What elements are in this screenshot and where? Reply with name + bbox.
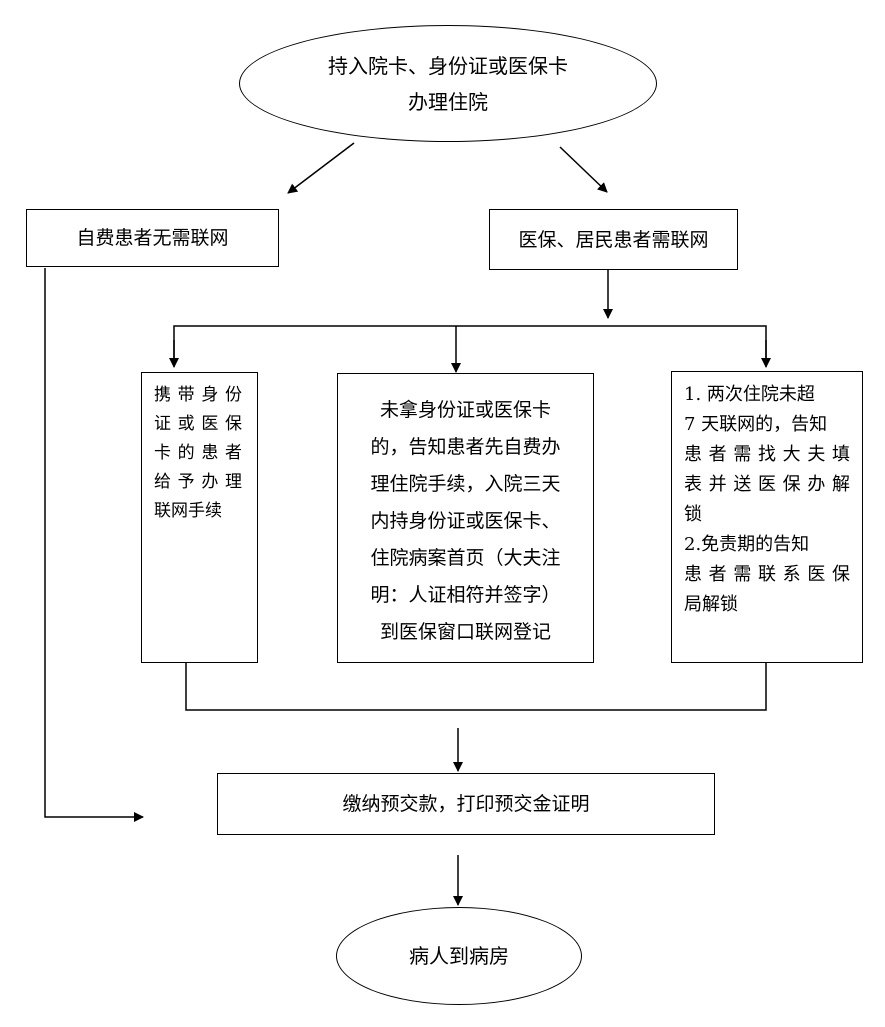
left-box-line: 证或医保 xyxy=(154,414,242,434)
self-pay-label: 自费患者无需联网 xyxy=(76,227,229,249)
insured-node: 医保、居民患者需联网 xyxy=(489,209,738,270)
right-box-line: 7 天联网的，告知 xyxy=(684,414,828,435)
arrow-start-to-insured xyxy=(559,146,608,193)
mid-box-line: 未拿身份证或医保卡 xyxy=(379,399,551,421)
mid-box-line: 住院病案首页（大夫注 xyxy=(370,547,561,569)
start-node-line2: 办理住院 xyxy=(408,89,488,114)
left-box-line: 携带身份 xyxy=(154,385,242,405)
right-box-line: 患者需联系医保 xyxy=(684,564,850,585)
left-branch-box: 携带身份 证或医保 卡的患者 给予办理 联网手续 xyxy=(141,372,258,663)
mid-box-line: 的，告知患者先自费办 xyxy=(370,436,561,458)
insured-label: 医保、居民患者需联网 xyxy=(518,228,709,251)
arrow-self-pay-to-payment xyxy=(44,268,144,822)
right-box-line: 2.免责期的告知 xyxy=(684,534,810,555)
merge-bar xyxy=(185,663,767,711)
start-node-line1: 持入院卡、身份证或医保卡 xyxy=(328,53,568,78)
left-box-line: 联网手续 xyxy=(154,501,222,521)
end-node: 病人到病房 xyxy=(336,907,582,1005)
start-node: 持入院卡、身份证或医保卡 办理住院 xyxy=(239,25,657,142)
payment-node: 缴纳预交款，打印预交金证明 xyxy=(217,773,715,835)
right-box-line: 锁 xyxy=(684,504,702,525)
right-box-line: 表并送医保办解 xyxy=(684,474,850,495)
right-branch-box: 1. 两次住院未超 7 天联网的，告知 患者需找大夫填 表并送医保办解 锁 2.… xyxy=(671,371,863,663)
branch-bar xyxy=(173,325,767,365)
right-box-line: 局解锁 xyxy=(684,594,738,615)
left-box-line: 卡的患者 xyxy=(154,443,242,463)
right-box-line: 1. 两次住院未超 xyxy=(684,384,815,405)
mid-box-line: 理住院手续，入院三天 xyxy=(370,473,561,495)
self-pay-node: 自费患者无需联网 xyxy=(26,209,279,267)
mid-box-line: 到医保窗口联网登记 xyxy=(379,621,551,643)
payment-label: 缴纳预交款，打印预交金证明 xyxy=(342,793,590,815)
mid-branch-box: 未拿身份证或医保卡 的，告知患者先自费办 理住院手续，入院三天 内持身份证或医保… xyxy=(337,373,594,663)
arrow-start-to-self-pay xyxy=(287,142,355,194)
end-label: 病人到病房 xyxy=(409,944,509,968)
right-box-line: 患者需找大夫填 xyxy=(684,444,850,465)
mid-box-line: 明：人证相符并签字） xyxy=(370,584,561,606)
mid-box-line: 内持身份证或医保卡、 xyxy=(370,510,561,532)
left-box-line: 给予办理 xyxy=(154,472,242,492)
